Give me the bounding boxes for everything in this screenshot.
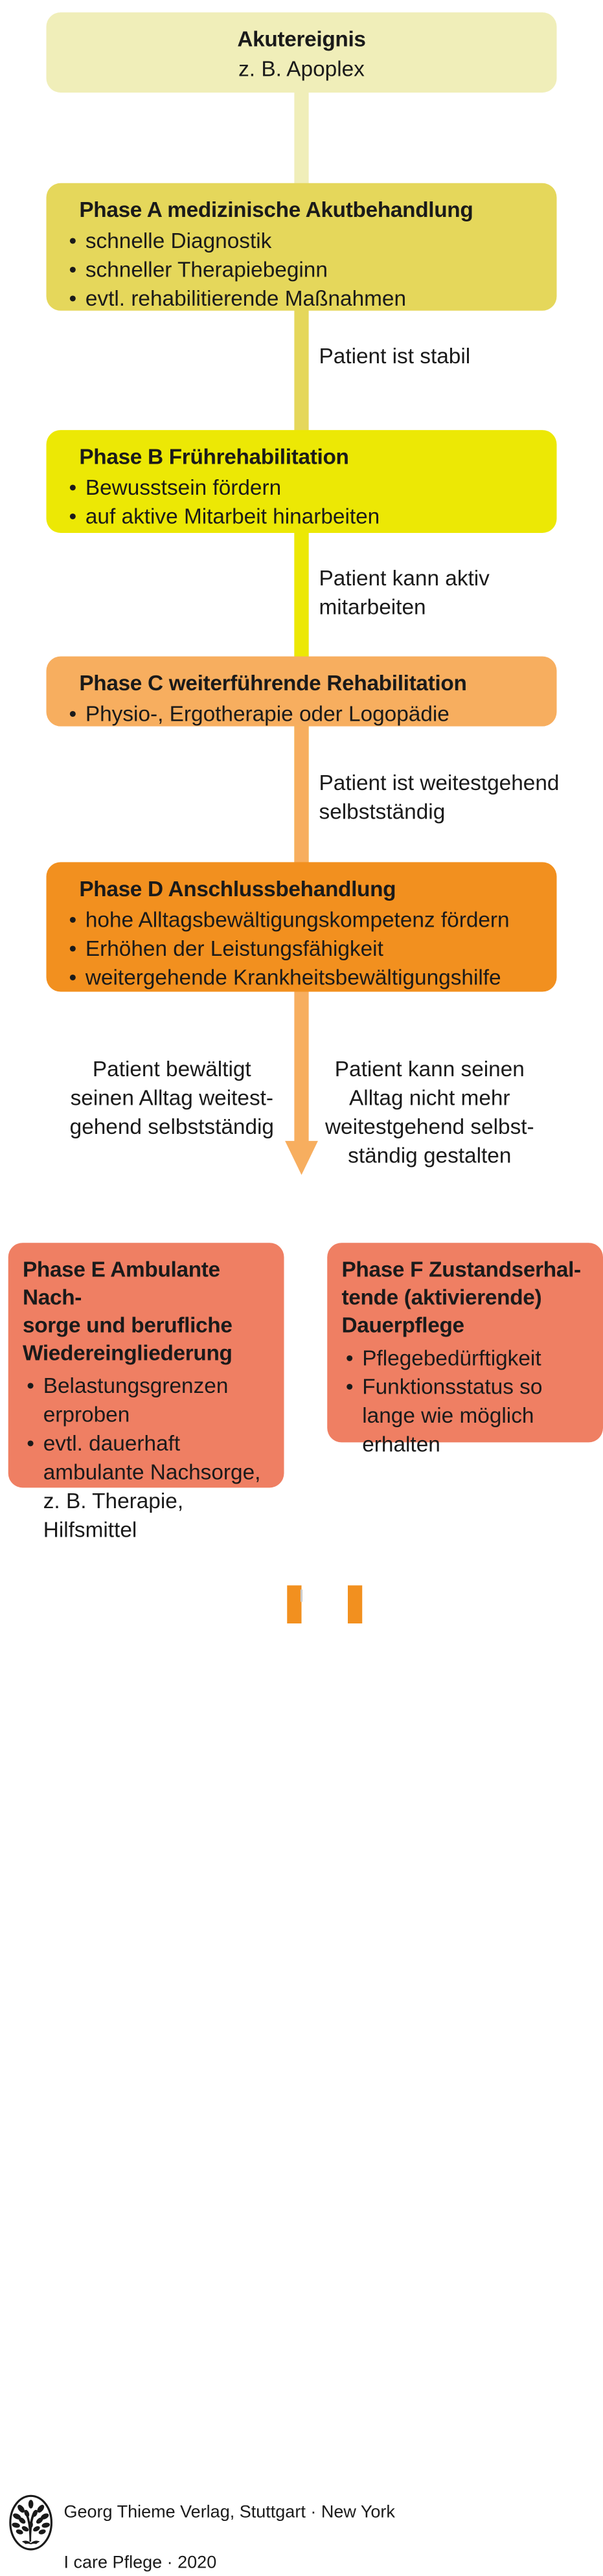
node-phase-f-list: Pflegebedürftigkeit Funktionsstatus so l…: [341, 1344, 588, 1460]
node-phase-a-list: schnelle Diagnostik schneller Therapiebe…: [65, 227, 538, 314]
branch-tick: [300, 1589, 303, 1602]
node-phase-a-title: Phase A medizinische Akutbehandlung: [79, 198, 473, 223]
label-patient-kann-alltag-nicht-mehr: Patient kann seinen Alltag nicht mehr we…: [324, 1057, 534, 1168]
list-item: Funktionsstatus so lange wie möglich erh…: [341, 1373, 588, 1460]
node-phase-c[interactable]: Phase C weiterführende Rehabilitation Ph…: [46, 656, 557, 730]
node-akutereignis-subtitle: z. B. Apoplex: [238, 57, 365, 82]
node-phase-a[interactable]: Phase A medizinische Akutbehandlung schn…: [46, 183, 557, 314]
node-phase-d-title: Phase D Anschlussbehandlung: [79, 877, 396, 901]
list-item: evtl. rehabilitierende Maßnahmen: [65, 285, 538, 314]
list-item: schneller Therapiebeginn: [65, 256, 538, 286]
list-item: Physio-, Ergotherapie oder Logopädie: [65, 701, 538, 730]
footer: Georg Thieme Verlag, Stuttgart · New Yor…: [8, 2474, 395, 2576]
node-phase-e-list: Belastungsgrenzen erproben evtl. dauerha…: [23, 1372, 269, 1546]
label-patient-ist-stabil: Patient ist stabil: [319, 345, 471, 368]
list-item: Belastungsgrenzen erproben: [23, 1372, 269, 1430]
list-item: Erhöhen der Leistungsfähigkeit: [65, 935, 538, 964]
label-patient-kann-aktiv-mitarbeiten: Patient kann aktiv mitarbeiten: [319, 567, 490, 620]
node-phase-d[interactable]: Phase D Anschlussbehandlung hohe Alltags…: [46, 862, 557, 993]
list-item: auf aktive Mitarbeit hinarbeiten: [65, 503, 538, 532]
publisher-line-2: I care Pflege · 2020: [63, 2552, 217, 2572]
node-phase-e[interactable]: Phase E Ambulante Nach- sorge und berufl…: [8, 1243, 284, 1542]
list-item: weitergehende Krankheitsbewältigungshilf…: [65, 964, 538, 993]
flowchart-canvas: Akutereignis z. B. Apoplex Phase A mediz…: [0, 0, 603, 1623]
node-phase-d-list: hohe Alltagsbewältigungskompetenz förder…: [65, 906, 538, 993]
node-phase-c-title: Phase C weiterführende Rehabilitation: [79, 672, 467, 695]
node-phase-b-title: Phase B Frührehabilitation: [79, 445, 349, 469]
node-phase-f-title: Phase F Zustandserhal- tende (aktivieren…: [341, 1258, 581, 1337]
node-phase-b[interactable]: Phase B Frührehabilitation Bewusstsein f…: [46, 430, 557, 533]
list-item: schnelle Diagnostik: [65, 227, 538, 256]
arrow-phase-d-to-phase-f: [347, 1585, 363, 1623]
list-item: evtl. dauerhaft ambulante Nachsorge, z. …: [23, 1430, 269, 1546]
node-phase-c-list: Physio-, Ergotherapie oder Logopädie: [65, 701, 538, 730]
label-patient-bewaeltigt-alltag: Patient bewältigt seinen Alltag weitest-…: [69, 1057, 275, 1140]
publisher-line-1: Georg Thieme Verlag, Stuttgart · New Yor…: [63, 2502, 395, 2522]
thieme-tree-logo: [8, 2494, 54, 2557]
list-item: Pflegebedürftigkeit: [341, 1344, 588, 1373]
node-phase-b-list: Bewusstsein fördern auf aktive Mitarbeit…: [65, 474, 538, 532]
list-item: Bewusstsein fördern: [65, 474, 538, 503]
node-akutereignis[interactable]: Akutereignis z. B. Apoplex: [46, 12, 557, 93]
node-phase-e-title: Phase E Ambulante Nach- sorge und berufl…: [22, 1258, 233, 1365]
node-phase-f[interactable]: Phase F Zustandserhal- tende (aktivieren…: [327, 1243, 603, 1457]
publisher-info: Georg Thieme Verlag, Stuttgart · New Yor…: [64, 2474, 395, 2576]
arrow-phase-d-to-phase-e: [287, 1585, 302, 1623]
list-item: hohe Alltagsbewältigungskompetenz förder…: [65, 906, 538, 935]
label-patient-ist-weitestgehend-selbststaendig: Patient ist weitestgehend selbstständig: [319, 771, 560, 824]
node-akutereignis-title: Akutereignis: [237, 27, 366, 52]
